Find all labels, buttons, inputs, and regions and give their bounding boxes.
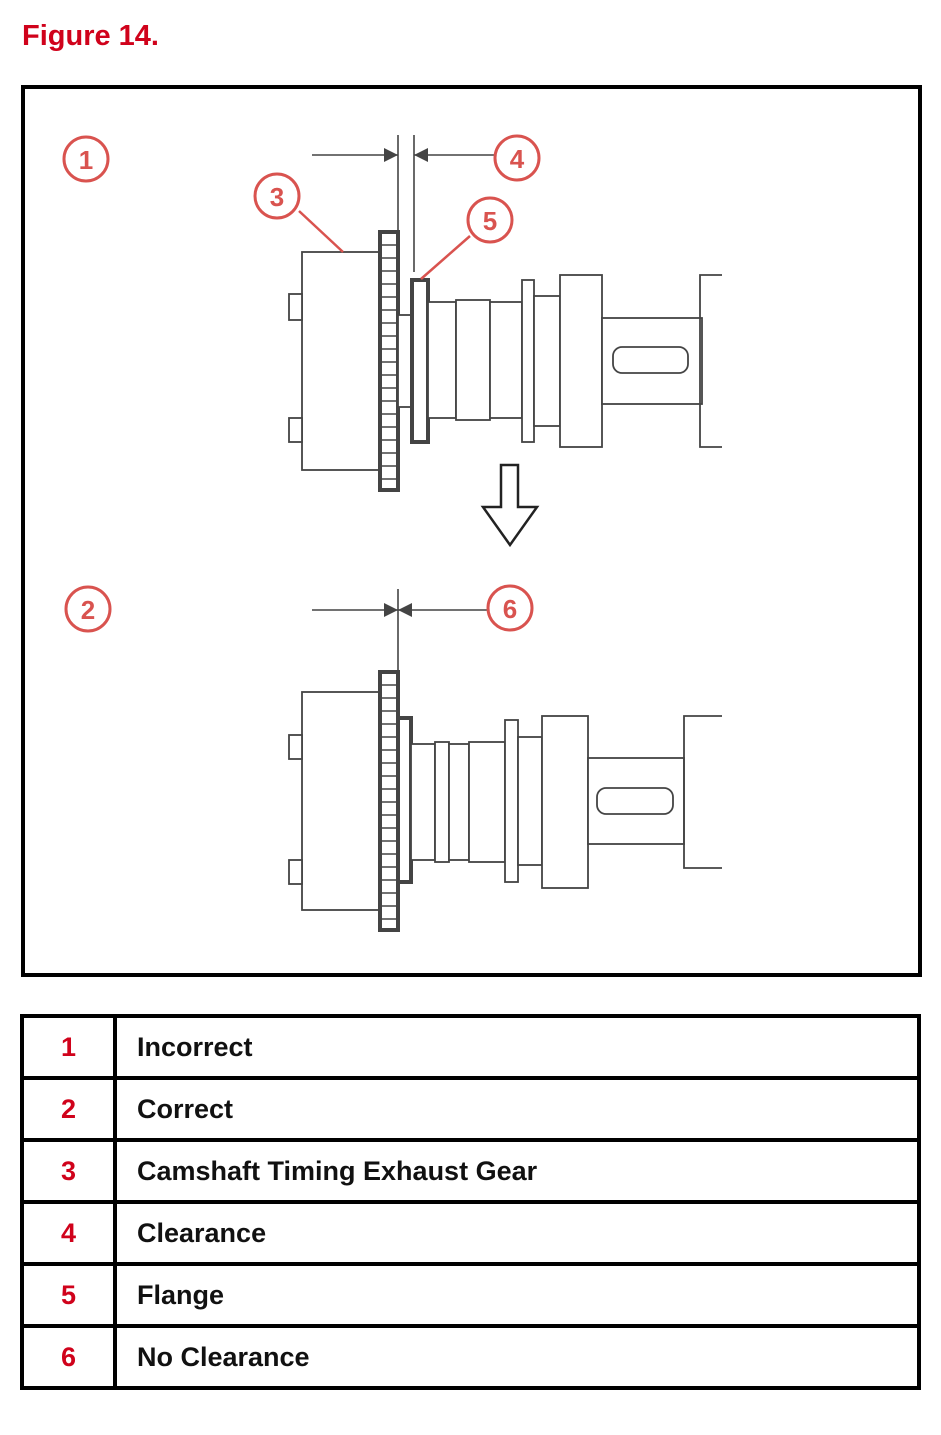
camshaft-diagram: 1 2 3 4 5 6: [62, 134, 722, 932]
correct-assembly: [288, 670, 722, 932]
callout-3: [253, 172, 301, 220]
table-row: 2 Correct: [20, 1076, 921, 1142]
legend-description: Correct: [113, 1076, 921, 1142]
legend-number: 5: [20, 1262, 117, 1328]
no-clearance-dimension: [312, 589, 488, 672]
callout-4: [493, 134, 541, 182]
callout-4-label: 4: [510, 144, 525, 174]
legend-number: 4: [20, 1200, 117, 1266]
clearance-dimension: [312, 135, 495, 272]
legend-description: Clearance: [113, 1200, 921, 1266]
legend-description: Flange: [113, 1262, 921, 1328]
table-row: 5 Flange: [20, 1262, 921, 1328]
callout-6-label: 6: [503, 594, 517, 624]
down-arrow-icon: [480, 463, 540, 548]
legend-number: 1: [20, 1014, 117, 1080]
table-row: 6 No Clearance: [20, 1324, 921, 1390]
callout-5: [466, 196, 514, 244]
legend-description: Camshaft Timing Exhaust Gear: [113, 1138, 921, 1204]
table-row: 3 Camshaft Timing Exhaust Gear: [20, 1138, 921, 1204]
legend-description: No Clearance: [113, 1324, 921, 1390]
legend-number: 3: [20, 1138, 117, 1204]
flange: [410, 278, 430, 444]
callout-6: [486, 584, 534, 632]
incorrect-assembly: [288, 230, 722, 492]
table-row: 1 Incorrect: [20, 1014, 921, 1080]
callout-2-label: 2: [81, 595, 95, 625]
callout-1-label: 1: [79, 145, 93, 175]
camshaft-timing-gear: [378, 230, 400, 492]
legend-number: 2: [20, 1076, 117, 1142]
callout-2: [64, 585, 112, 633]
diagram-frame: 1 2 3 4 5 6: [21, 85, 922, 977]
table-row: 4 Clearance: [20, 1200, 921, 1266]
callout-3-label: 3: [270, 182, 284, 212]
legend-table: 1 Incorrect 2 Correct 3 Camshaft Timing …: [20, 1014, 921, 1390]
legend-description: Incorrect: [113, 1014, 921, 1080]
figure-title: Figure 14.: [22, 20, 159, 52]
callout-5-label: 5: [483, 206, 497, 236]
legend-number: 6: [20, 1324, 117, 1390]
callout-1: [62, 135, 110, 183]
